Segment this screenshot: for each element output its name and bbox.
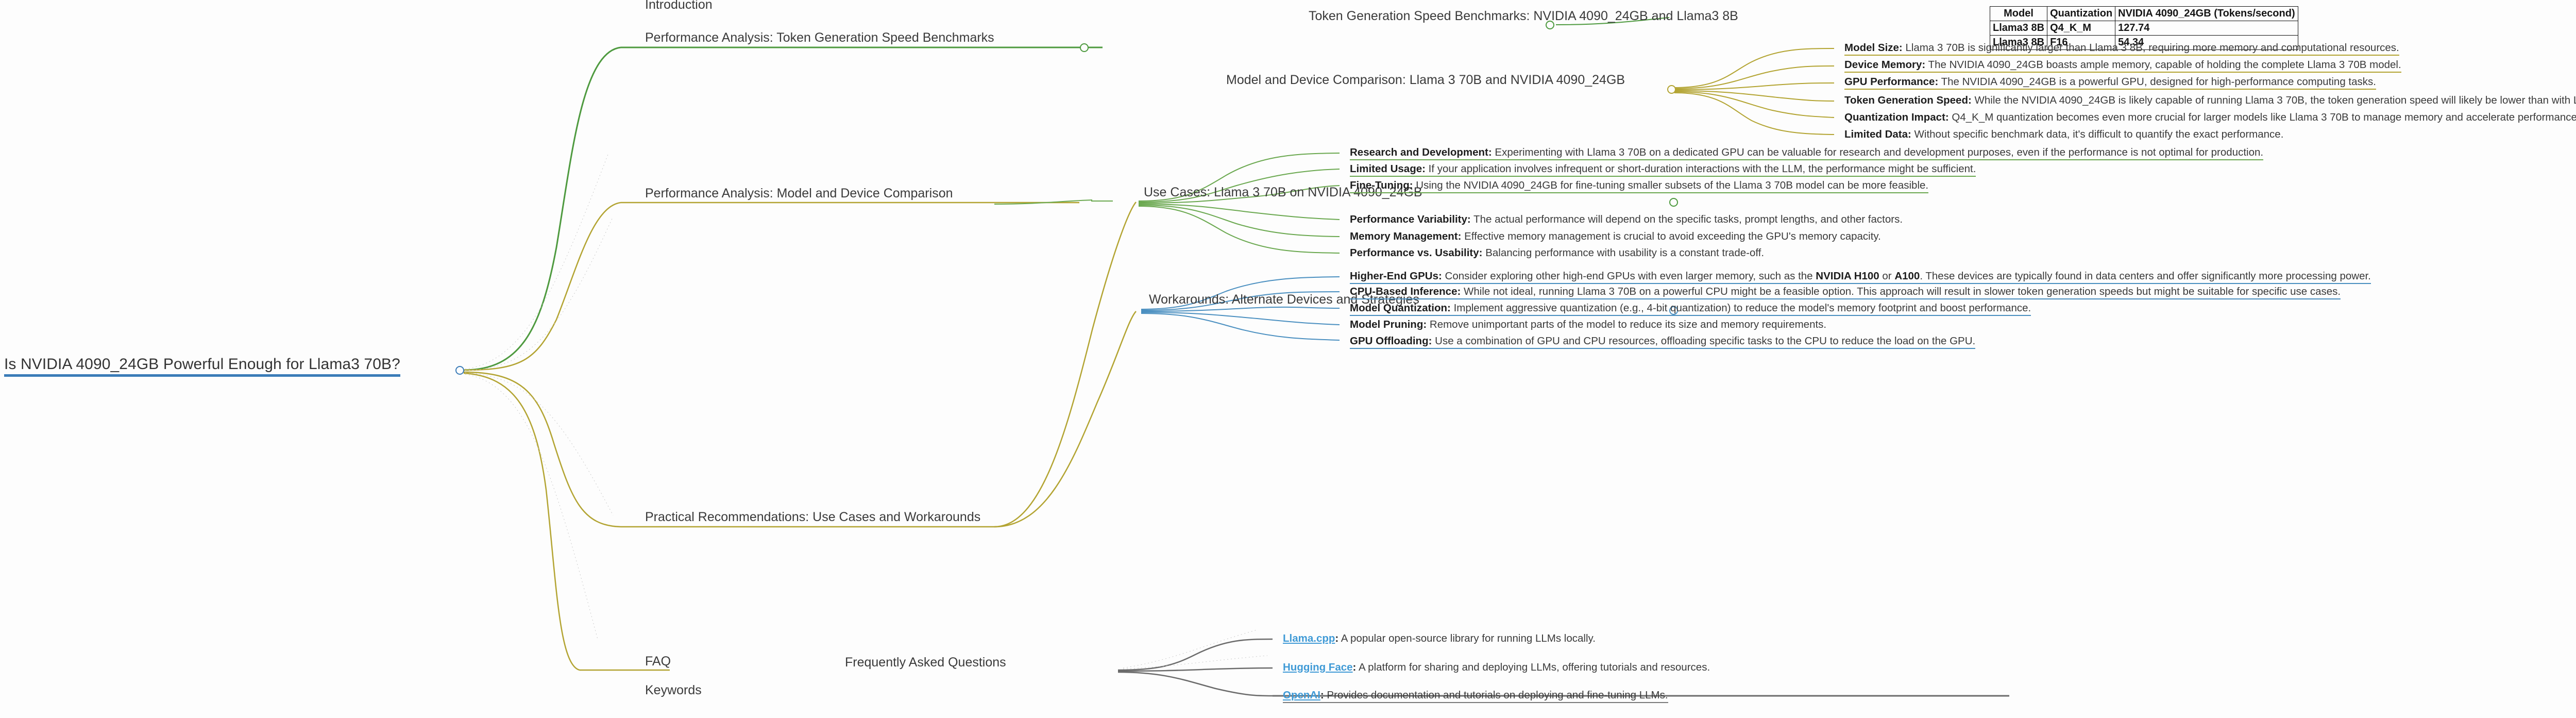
node-workarounds[interactable]: Workarounds: Alternate Devices and Strat… [1149,292,1419,307]
leaf-hugging-face[interactable]: Hugging Face: A platform for sharing and… [1283,661,1710,674]
leaf-performance-vs-usability[interactable]: Performance vs. Usability: Balancing per… [1350,247,1764,259]
cell-quantization: Q4_K_M [2047,21,2116,36]
leaf-text: A platform for sharing and deploying LLM… [1356,661,1710,673]
leaf-quantization-impact[interactable]: Quantization Impact: Q4_K_M quantization… [1844,111,2576,124]
leaf-emphasis-h100: NVIDIA H100 [1816,270,1879,282]
leaf-text: Effective memory management is crucial t… [1461,230,1881,242]
leaf-text: If your application involves infrequent … [1425,163,1976,175]
leaf-term: : [1352,661,1357,673]
leaf-model-quantization[interactable]: Model Quantization: Implement aggressive… [1350,302,2031,316]
leaf-term: GPU Performance: [1844,76,1939,88]
table-header-row: Model Quantization NVIDIA 4090_24GB (Tok… [1989,6,2298,21]
branch-practical-recommendations[interactable]: Practical Recommendations: Use Cases and… [645,510,981,524]
leaf-term: : [1320,689,1324,701]
node-model-device-comparison-detail[interactable]: Model and Device Comparison: Llama 3 70B… [1226,73,1625,87]
leaf-term: Limited Usage: [1350,163,1426,175]
leaf-device-memory[interactable]: Device Memory: The NVIDIA 4090_24GB boas… [1844,59,2401,73]
leaf-term: Model Quantization: [1350,302,1451,314]
benchmark-table: Model Quantization NVIDIA 4090_24GB (Tok… [1989,6,2298,50]
collapse-toggle-use-cases[interactable] [1669,198,1678,207]
leaf-text: While the NVIDIA 4090_24GB is likely cap… [1971,94,2576,106]
leaf-text: Implement aggressive quantization (e.g.,… [1450,302,2031,314]
cell-model: Llama3 8B [1989,35,2048,50]
node-token-speed-benchmarks-detail[interactable]: Token Generation Speed Benchmarks: NVIDI… [1309,9,1738,23]
branch-introduction[interactable]: Introduction [645,0,713,12]
leaf-text: Remove unimportant parts of the model to… [1427,319,1827,330]
table-row: Llama3 8B F16 54.34 [1989,35,2298,50]
leaf-token-generation-speed[interactable]: Token Generation Speed: While the NVIDIA… [1844,94,2576,107]
root-node[interactable]: Is NVIDIA 4090_24GB Powerful Enough for … [4,356,400,377]
leaf-research-and-development[interactable]: Research and Development: Experimenting … [1350,146,2264,160]
link-hugging-face[interactable]: Hugging Face [1283,661,1353,673]
cell-throughput: 127.74 [2115,21,2298,36]
leaf-text: Llama 3 70B is significantly larger than… [1902,42,2399,54]
cell-model: Llama3 8B [1989,21,2048,36]
leaf-model-pruning[interactable]: Model Pruning: Remove unimportant parts … [1350,319,1826,331]
leaf-term: CPU-Based Inference: [1350,286,1461,297]
leaf-term: GPU Offloading: [1350,335,1432,347]
leaf-term: Token Generation Speed: [1844,94,1972,106]
leaf-text-3: . These devices are typically found in d… [1920,270,2371,282]
leaf-emphasis-a100: A100 [1894,270,1920,282]
branch-perf-model-device[interactable]: Performance Analysis: Model and Device C… [645,186,953,201]
node-use-cases[interactable]: Use Cases: Llama 3 70B on NVIDIA 4090_24… [1144,185,1422,199]
leaf-text: Q4_K_M quantization becomes even more cr… [1948,111,2576,123]
leaf-term: Research and Development: [1350,146,1492,158]
leaf-text: The actual performance will depend on th… [1470,213,1903,225]
branch-keywords[interactable]: Keywords [645,683,702,697]
link-openai[interactable]: OpenAI [1283,689,1320,701]
table-header-quantization: Quantization [2047,6,2116,21]
leaf-term: Limited Data: [1844,128,1911,140]
leaf-term: : [1335,632,1339,644]
collapse-toggle-token-speed-detail[interactable] [1546,21,1554,29]
leaf-term: Higher-End GPUs: [1350,270,1442,282]
leaf-limited-data[interactable]: Limited Data: Without specific benchmark… [1844,128,2284,141]
cell-quantization: F16 [2047,35,2116,50]
leaf-term: Performance vs. Usability: [1350,247,1483,259]
leaf-llama-cpp[interactable]: Llama.cpp: A popular open-source library… [1283,632,1596,645]
node-frequently-asked-questions[interactable]: Frequently Asked Questions [845,655,1006,670]
leaf-term: Device Memory: [1844,59,1926,71]
leaf-text: The NVIDIA 4090_24GB is a powerful GPU, … [1938,76,2376,88]
collapse-toggle-workarounds[interactable] [1669,306,1678,315]
leaf-term: Fine-Tuning: [1350,179,1413,191]
branch-faq[interactable]: FAQ [645,654,671,669]
collapse-toggle-model-device-detail[interactable] [1667,85,1676,94]
table-header-throughput: NVIDIA 4090_24GB (Tokens/second) [2115,6,2298,21]
collapse-toggle-perf-token-speed[interactable] [1080,43,1089,52]
leaf-term: Quantization Impact: [1844,111,1949,123]
leaf-fine-tuning[interactable]: Fine-Tuning: Using the NVIDIA 4090_24GB … [1350,179,1929,193]
leaf-text: Using the NVIDIA 4090_24GB for fine-tuni… [1413,179,1929,191]
leaf-text-2: or [1879,270,1895,282]
leaf-higher-end-gpus[interactable]: Higher-End GPUs: Consider exploring othe… [1350,270,2371,284]
leaf-gpu-offloading[interactable]: GPU Offloading: Use a combination of GPU… [1350,335,1976,349]
leaf-text: Consider exploring other high-end GPUs w… [1442,270,1816,282]
leaf-term: Memory Management: [1350,230,1462,242]
leaf-cpu-based-inference[interactable]: CPU-Based Inference: While not ideal, ru… [1350,286,2341,299]
leaf-term: Performance Variability: [1350,213,1471,225]
leaf-performance-variability[interactable]: Performance Variability: The actual perf… [1350,213,1903,226]
leaf-text: The NVIDIA 4090_24GB boasts ample memory… [1925,59,2401,71]
leaf-text: While not ideal, running Llama 3 70B on … [1461,286,2341,297]
leaf-text: Balancing performance with usability is … [1482,247,1765,259]
leaf-text: Use a combination of GPU and CPU resourc… [1432,335,1976,347]
leaf-text: Without specific benchmark data, it's di… [1911,128,2284,140]
leaf-text: A popular open-source library for runnin… [1338,632,1596,644]
leaf-model-size[interactable]: Model Size: Llama 3 70B is significantly… [1844,42,2399,56]
cell-throughput: 54.34 [2115,35,2298,50]
leaf-text: Provides documentation and tutorials on … [1324,689,1668,701]
leaf-gpu-performance[interactable]: GPU Performance: The NVIDIA 4090_24GB is… [1844,76,2376,90]
branch-perf-token-speed[interactable]: Performance Analysis: Token Generation S… [645,30,994,45]
leaf-openai[interactable]: OpenAI: Provides documentation and tutor… [1283,689,1668,703]
leaf-memory-management[interactable]: Memory Management: Effective memory mana… [1350,230,1881,243]
table-row: Llama3 8B Q4_K_M 127.74 [1989,21,2298,36]
table-header-model: Model [1989,6,2048,21]
leaf-limited-usage[interactable]: Limited Usage: If your application invol… [1350,163,1976,177]
root-collapse-toggle[interactable] [455,366,464,375]
leaf-term: Model Pruning: [1350,319,1427,330]
leaf-text: Experimenting with Llama 3 70B on a dedi… [1492,146,2264,158]
leaf-term: Model Size: [1844,42,1903,54]
link-llama-cpp[interactable]: Llama.cpp [1283,632,1335,644]
